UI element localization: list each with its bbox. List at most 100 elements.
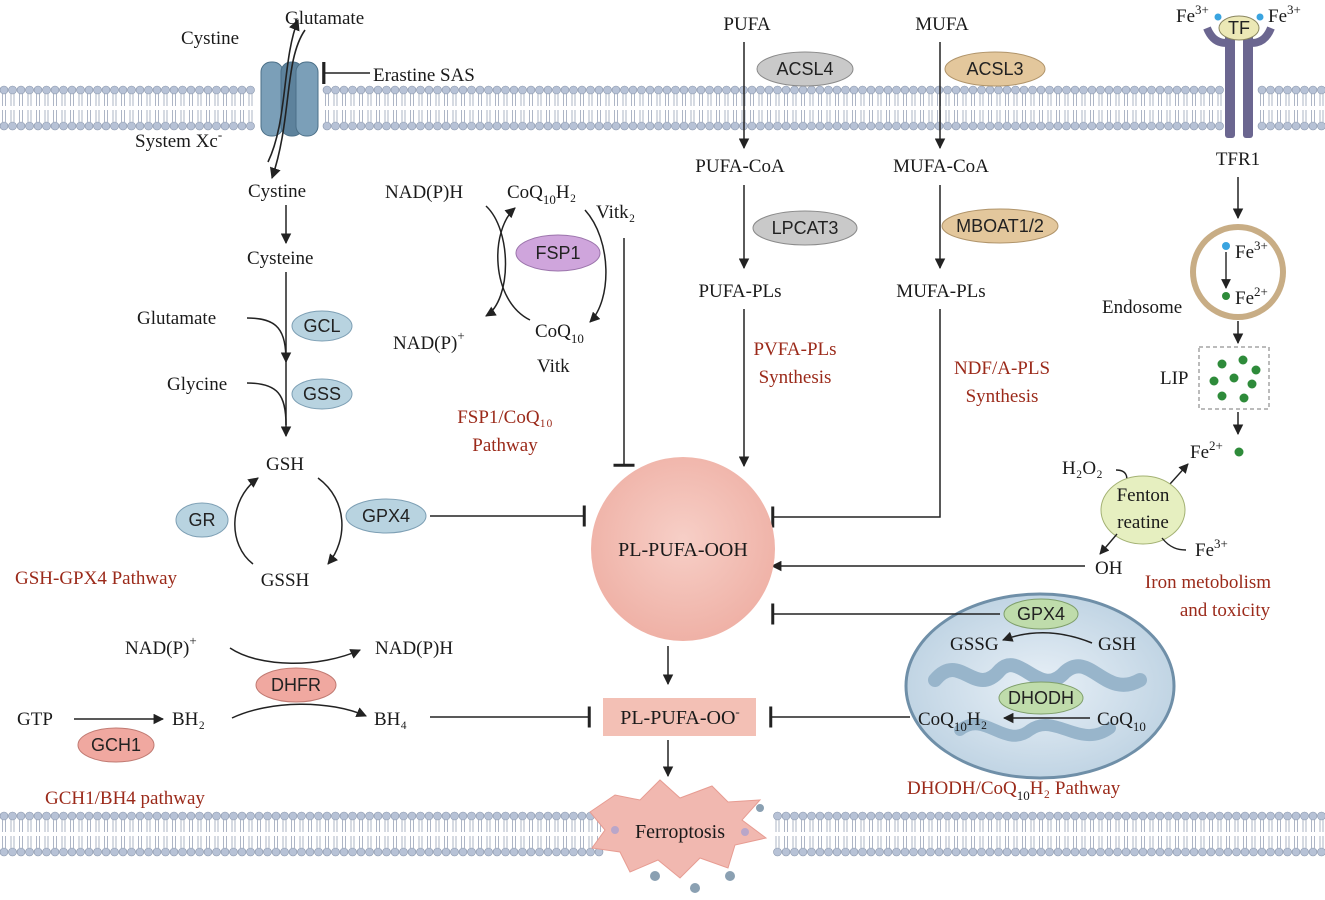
lipid-head (1002, 847, 1012, 857)
lipid-head (144, 847, 153, 857)
lipid-tail (1217, 836, 1222, 848)
lipid-head (1011, 847, 1020, 857)
lipid-head (178, 85, 187, 95)
lipid-tail (333, 110, 338, 122)
lipid-head (152, 121, 162, 131)
lipid-tail (945, 820, 950, 832)
lipid-head (101, 121, 111, 131)
lipid-head (1070, 121, 1080, 131)
lipid-tail (27, 110, 32, 122)
lipid-tail (1107, 94, 1111, 106)
lipid-head (110, 85, 119, 95)
lipid-head (909, 847, 918, 857)
lipid-tail (801, 94, 805, 106)
lipid-head (815, 121, 825, 131)
lipid-head (382, 121, 391, 131)
lipid-head (93, 847, 102, 857)
lipid-tail (1115, 94, 1120, 106)
lipid-head (59, 85, 68, 95)
cysteine-label: Cysteine (247, 248, 314, 269)
erastine-inhibitor-label: Erastine SAS (373, 65, 475, 86)
lipid-tail (699, 94, 703, 106)
h2o2-label: H₂O₂ (1062, 458, 1103, 479)
lipid-head (1121, 121, 1131, 131)
lipid-tail (367, 836, 372, 848)
coqh2-mito-label: CoQ10H₂ (918, 709, 987, 734)
lipid-head (1028, 121, 1037, 131)
lipid-tail (563, 94, 567, 106)
lipid-head (1028, 85, 1037, 95)
lipid-tail (835, 94, 839, 106)
lipid-tail (1005, 836, 1009, 848)
lipid-tail (588, 94, 593, 106)
lipid-tail (988, 110, 992, 122)
lipid-tail (894, 110, 899, 122)
lipid-head (781, 847, 791, 857)
lipid-tail (1226, 820, 1230, 832)
lipid-head (42, 847, 51, 857)
lipid-head (1070, 847, 1080, 857)
lipid-head (1206, 847, 1216, 857)
lipid-tail (1149, 836, 1154, 848)
pufa-synthesis-title-2: Synthesis (759, 367, 832, 388)
lipid-head (1257, 811, 1267, 821)
fe2-dot (1234, 447, 1244, 457)
lipid-tail (359, 836, 363, 848)
lipid-tail (376, 820, 380, 832)
lipid-head (560, 121, 570, 131)
lipid-head (1300, 121, 1309, 131)
lipid-tail (758, 110, 763, 122)
lipid-tail (580, 836, 584, 848)
lipid-head (943, 85, 952, 95)
lipid-tail (1243, 836, 1247, 848)
lipid-head (849, 847, 859, 857)
lipid-tail (359, 110, 363, 122)
lipid-tail (1217, 820, 1222, 832)
lipid-tail (427, 110, 431, 122)
lipid-head (1172, 121, 1182, 131)
lipid-head (1300, 85, 1309, 95)
lipid-tail (1226, 836, 1230, 848)
lipid-head (424, 811, 434, 821)
lipid-tail (512, 94, 516, 106)
lipid-tail (945, 94, 950, 106)
lipid-head (509, 811, 519, 821)
lipid-tail (410, 110, 414, 122)
lipid-head (246, 121, 255, 131)
lipid-head (926, 847, 935, 857)
lipid-tail (138, 820, 142, 832)
lipid-head (59, 121, 68, 131)
lipid-head (246, 85, 255, 95)
lipid-head (399, 85, 408, 95)
lipid-head (271, 847, 281, 857)
lipid-tail (197, 836, 202, 848)
lipid-head (322, 121, 332, 131)
lipid-tail (1073, 94, 1077, 106)
nadph-bh4-label: NAD(P)H (375, 638, 453, 659)
lipid-head (841, 811, 850, 821)
lipid-tail (1132, 836, 1137, 848)
lipid-head (628, 85, 638, 95)
lipid-tail (503, 94, 508, 106)
lipid-head (467, 121, 476, 131)
lipid-tail (359, 820, 363, 832)
lipid-tail (206, 94, 210, 106)
lipid-tail (886, 820, 890, 832)
lipid-head (934, 811, 944, 821)
lipid-tail (61, 110, 66, 122)
lipid-head (1155, 811, 1165, 821)
lipid-tail (546, 836, 550, 848)
lipid-tail (1141, 94, 1145, 106)
lipid-head (858, 121, 867, 131)
lipid-head (1121, 811, 1131, 821)
lipid-tail (520, 110, 525, 122)
lipid-tail (146, 94, 151, 106)
lipid-tail (988, 94, 992, 106)
lipid-tail (384, 836, 389, 848)
lipid-tail (452, 110, 457, 122)
lipid-tail (945, 110, 950, 122)
lipid-tail (1090, 836, 1094, 848)
lipid-head (994, 847, 1003, 857)
lipid-tail (996, 820, 1001, 832)
lipid-tail (1013, 94, 1018, 106)
